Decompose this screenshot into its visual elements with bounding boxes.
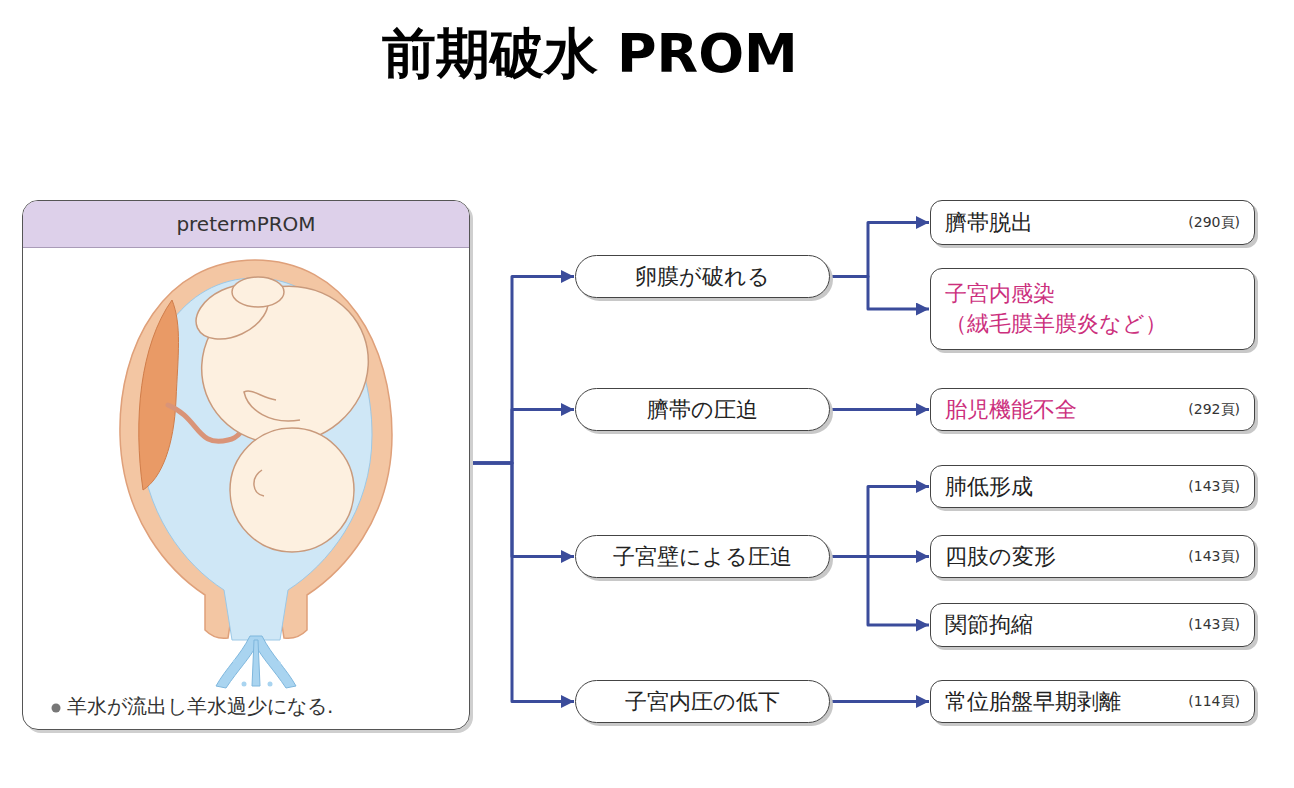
- outcome-box: 子宮内感染 （絨毛膜羊膜炎など）: [930, 268, 1255, 350]
- branch-arrow: [830, 557, 929, 626]
- box-label: 関節拘縮: [945, 610, 1033, 640]
- page-reference: (143頁): [1188, 616, 1240, 634]
- box-label: 肺低形成: [945, 472, 1033, 502]
- outcome-box: 四肢の変形 (143頁): [930, 535, 1255, 578]
- branch-arrow: [470, 463, 574, 557]
- fluid-drop: [233, 659, 239, 665]
- panel-note: 羊水が流出し羊水過少になる.: [67, 693, 333, 720]
- box-label: 子宮内圧の低下: [625, 687, 780, 717]
- fetus-arm: [244, 391, 300, 421]
- illustration-panel: pretermPROM 羊水が流出し羊水過少になる.: [22, 200, 470, 730]
- fluid-leak: [216, 636, 296, 688]
- box-label: 臍帯脱出: [945, 208, 1033, 238]
- branch-arrow: [830, 277, 929, 310]
- box-label: 子宮内感染 （絨毛膜羊膜炎など）: [945, 279, 1240, 339]
- page-reference: (143頁): [1188, 548, 1240, 566]
- fluid-drop: [242, 682, 247, 687]
- branch-arrow: [830, 487, 929, 557]
- box-label: 臍帯の圧迫: [647, 395, 758, 425]
- outcome-box: 常位胎盤早期剥離 (114頁): [930, 680, 1255, 723]
- cause-box: 卵膜が破れる: [575, 255, 830, 298]
- fetus-head: [230, 428, 354, 552]
- box-label: 子宮壁による圧迫: [613, 542, 792, 572]
- box-label: 常位胎盤早期剥離: [945, 687, 1121, 717]
- branch-arrow: [830, 223, 929, 277]
- fluid-drop: [268, 682, 273, 687]
- fetus-ear: [254, 470, 264, 496]
- page-reference: (143頁): [1188, 478, 1240, 496]
- outcome-box: 臍帯脱出 (290頁): [930, 200, 1255, 245]
- box-label: 卵膜が破れる: [635, 262, 770, 292]
- box-label: 胎児機能不全: [945, 395, 1077, 425]
- box-label: 四肢の変形: [945, 542, 1056, 572]
- branch-arrow: [830, 408, 929, 411]
- panel-heading: pretermPROM: [23, 201, 469, 248]
- page-reference: (114頁): [1188, 693, 1240, 711]
- outcome-box: 関節拘縮 (143頁): [930, 603, 1255, 647]
- cause-box: 子宮内圧の低下: [575, 680, 830, 723]
- bullet-dot: [52, 704, 61, 713]
- fetus-foot: [232, 277, 284, 307]
- branch-arrow: [470, 463, 574, 702]
- diagram-title: 前期破水 PROM: [0, 18, 1180, 91]
- fluid-leak: [252, 640, 260, 686]
- cause-box: 臍帯の圧迫: [575, 388, 830, 431]
- branch-arrow: [470, 277, 574, 464]
- branch-arrow: [830, 700, 929, 703]
- outcome-box: 胎児機能不全 (292頁): [930, 388, 1255, 431]
- fluid-drop: [275, 661, 281, 667]
- branch-arrow: [470, 410, 574, 464]
- outcome-box: 肺低形成 (143頁): [930, 465, 1255, 508]
- cause-box: 子宮壁による圧迫: [575, 535, 830, 578]
- page-reference: (292頁): [1188, 401, 1240, 419]
- page-reference: (290頁): [1188, 214, 1240, 232]
- placenta: [139, 300, 179, 490]
